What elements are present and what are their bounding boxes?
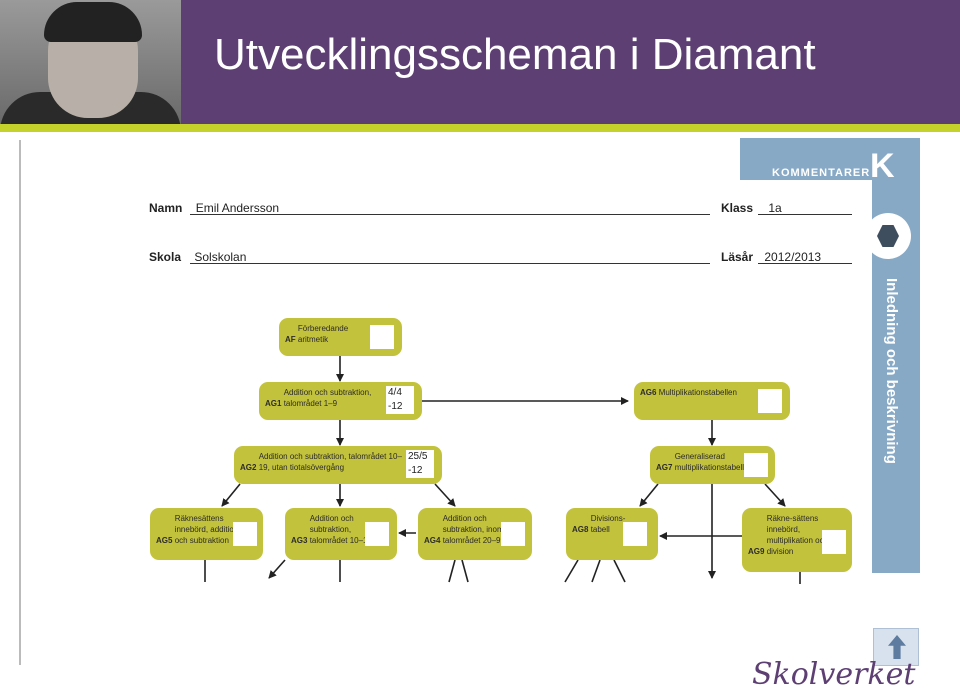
year-underline [758, 263, 852, 264]
node-ag4: AG4 Addition och subtraktion, inom talom… [418, 508, 532, 560]
class-row: Klass 1a [721, 201, 782, 215]
node-ag1-text: Addition och subtraktion, talområdet 1–9 [283, 388, 372, 408]
sidebar-comments-label: KOMMENTARER [772, 167, 871, 179]
name-value: Emil Andersson [195, 201, 280, 215]
node-ag6-checkbox[interactable] [758, 389, 782, 413]
node-ag9: AG9 Räkne-sättens innebörd, multiplikati… [742, 508, 852, 572]
node-ag8: AG8 Divisions-tabell [566, 508, 658, 560]
node-ag2-code: AG2 [240, 463, 257, 472]
node-ag2-score1: 25/5 [406, 450, 434, 464]
node-ag5-text: Räknesättens innebörd, addition och subt… [174, 514, 239, 545]
edge-ag4-down-a [448, 559, 456, 583]
node-ag7-text: Generaliserad multiplikationstabell [674, 452, 745, 472]
gear-icon [865, 213, 911, 259]
edge-ag7-ag8 [639, 483, 659, 507]
arrow-up-icon[interactable] [873, 628, 919, 666]
node-ag9-text: Räkne-sättens innebörd, multiplikation o… [766, 514, 829, 556]
node-ag1-code: AG1 [265, 399, 282, 408]
school-row: Skola Solskolan [149, 250, 246, 264]
class-label: Klass [721, 201, 754, 215]
node-ag2-text: Addition och subtraktion, talområdet 10–… [258, 452, 402, 472]
node-ag4-checkbox[interactable] [501, 522, 525, 546]
node-ag8-code: AG8 [572, 525, 589, 534]
node-ag7-code: AG7 [656, 463, 673, 472]
node-ag5-code: AG5 [156, 536, 173, 545]
node-ag3-text: Addition och subtraktion, talområdet 10–… [309, 514, 372, 545]
skolverket-logo: Skolverket [752, 657, 916, 692]
node-ag1-score2: -12 [386, 400, 414, 414]
edge-ag2-ag5 [221, 483, 241, 507]
slide-title: Utvecklingsscheman i Diamant [214, 30, 816, 79]
node-ag2: AG2 Addition och subtraktion, talområdet… [234, 446, 442, 484]
name-underline [190, 214, 710, 215]
node-af: AF Förberedande aritmetik [279, 318, 402, 356]
node-ag4-text: Addition och subtraktion, inom talområde… [442, 514, 505, 545]
node-ag5: AG5 Räknesättens innebörd, addition och … [150, 508, 263, 560]
node-ag5-checkbox[interactable] [233, 522, 257, 546]
edge-ag8-down-b [591, 559, 601, 583]
node-ag6-code: AG6 [640, 388, 657, 397]
node-ag3-code: AG3 [291, 536, 308, 545]
edge-ag4-down-b [461, 559, 469, 583]
node-ag6: AG6 Multiplikationstabellen [634, 382, 790, 420]
edge-ag8-down-a [564, 559, 579, 583]
node-ag8-checkbox[interactable] [623, 522, 647, 546]
edge-ag2-ag4 [434, 483, 456, 507]
edge-ag8-down-c [613, 559, 626, 583]
node-ag3: AG3 Addition och subtraktion, talområdet… [285, 508, 397, 560]
person-photo [0, 0, 181, 124]
node-ag3-checkbox[interactable] [365, 522, 389, 546]
node-ag1: AG1 Addition och subtraktion, talområdet… [259, 382, 422, 420]
edge-ag3-ag5-down [268, 559, 286, 579]
school-underline [190, 263, 710, 264]
node-ag6-text: Multiplikationstabellen [658, 388, 737, 397]
year-row: Läsår 2012/2013 [721, 250, 821, 264]
node-ag8-text: Divisions-tabell [590, 514, 626, 534]
sidebar-letter: K [870, 147, 895, 185]
node-af-code: AF [285, 335, 296, 344]
node-ag1-score1: 4/4 [386, 386, 414, 400]
node-ag2-score2: -12 [406, 464, 434, 478]
edge-ag7-ag9 [764, 483, 786, 507]
school-value: Solskolan [194, 250, 247, 264]
node-ag7-checkbox[interactable] [744, 453, 768, 477]
year-value: 2012/2013 [764, 250, 822, 264]
sidebar-white-area [740, 180, 872, 573]
name-label: Namn [149, 201, 183, 215]
node-ag9-checkbox[interactable] [822, 530, 846, 554]
node-ag7: AG7 Generaliserad multiplikationstabell [650, 446, 775, 484]
year-label: Läsår [721, 250, 754, 264]
class-value: 1a [768, 201, 782, 215]
class-underline [758, 214, 852, 215]
school-label: Skola [149, 250, 182, 264]
node-ag9-code: AG9 [748, 547, 765, 556]
header-accent-line [0, 124, 960, 132]
node-af-text: Förberedande aritmetik [297, 324, 349, 344]
photo-hair [44, 2, 142, 42]
document-edge [19, 140, 21, 665]
node-af-checkbox[interactable] [370, 325, 394, 349]
name-row: Namn Emil Andersson [149, 201, 279, 215]
node-ag4-code: AG4 [424, 536, 441, 545]
